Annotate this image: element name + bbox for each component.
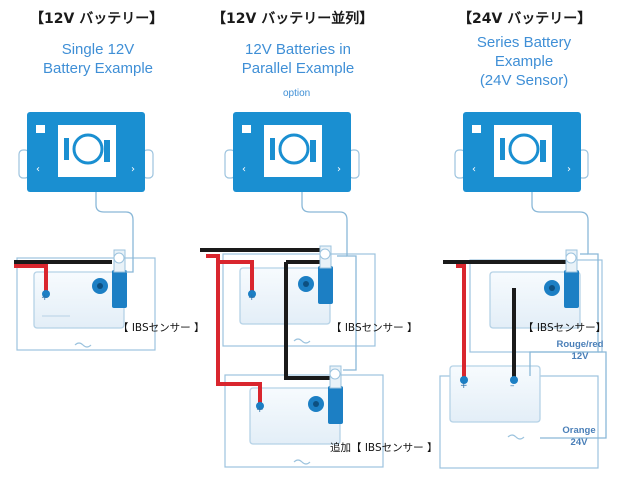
wire-label-orange-line2: 24V (570, 437, 588, 448)
parallel-battery-diagram (200, 235, 384, 468)
chevron-right-icon: › (337, 164, 341, 175)
title-parallel-en-line1: 12V Batteries in (245, 41, 351, 58)
display-monitor-single: ‹ › (18, 112, 154, 192)
red-wire (206, 254, 262, 404)
title-parallel-jp: 【12V バッテリー並列】 (212, 11, 374, 27)
ibs-sensor (318, 266, 333, 304)
wire-label-red-line2: 12V (571, 351, 589, 362)
terminal-minus: – (510, 381, 515, 391)
red-wire (14, 264, 48, 292)
chevron-left-icon: ‹ (242, 164, 246, 175)
terminal-plus: + (41, 293, 49, 303)
title-series-en-line3: (24V Sensor) (479, 72, 569, 89)
wire-label-orange-24v: Orange 24V (552, 425, 606, 449)
chevron-right-icon: › (567, 164, 571, 175)
signal-cables (95, 192, 589, 240)
terminal-plus: + (248, 293, 256, 303)
wire-label-red-line1: Rouge/red (556, 339, 604, 350)
terminal-plus: + (460, 381, 468, 391)
title-series-en-line2: Example (494, 53, 554, 70)
chevron-left-icon: ‹ (36, 164, 40, 175)
red-wire (456, 264, 466, 378)
display-monitor-parallel: ‹ › (224, 112, 360, 192)
series-battery-diagram (439, 236, 607, 469)
title-parallel-en: 12V Batteries in Parallel Example (210, 40, 386, 78)
battery (249, 387, 341, 445)
ibs-sensor-label-parallel: 【 IBSセンサー 】 (331, 322, 418, 334)
ibs-sensor-label-series: 【 IBSセンサー】 (523, 322, 607, 334)
ibs-sensor-label-additional: 追加【 IBSセンサー 】 (330, 442, 438, 454)
title-single-jp: 【12V バッテリー】 (30, 11, 164, 27)
terminal-plus: + (256, 405, 264, 415)
title-single-en: Single 12V Battery Example (10, 40, 186, 78)
display-monitor-series: ‹ › (454, 112, 589, 192)
wire-label-red-12v: Rouge/red 12V (548, 339, 612, 363)
ibs-sensor-label-single: 【 IBSセンサー 】 (118, 322, 205, 334)
chevron-right-icon: › (131, 164, 135, 175)
title-single-en-line1: Single 12V (61, 41, 135, 58)
single-battery-diagram (14, 240, 156, 351)
ibs-sensor-extra (328, 386, 343, 424)
option-label: option (283, 88, 311, 99)
chevron-left-icon: ‹ (472, 164, 476, 175)
ibs-sensor (112, 270, 127, 308)
title-series-en: Series Battery Example (24V Sensor) (436, 33, 612, 90)
ibs-sensor (564, 270, 579, 308)
title-single-en-line2: Battery Example (42, 60, 154, 77)
title-series-jp: 【24V バッテリー】 (458, 11, 592, 27)
title-series-en-line1: Series Battery (476, 34, 572, 51)
wire-label-orange-line1: Orange (562, 425, 596, 436)
title-parallel-en-line2: Parallel Example (241, 60, 355, 77)
